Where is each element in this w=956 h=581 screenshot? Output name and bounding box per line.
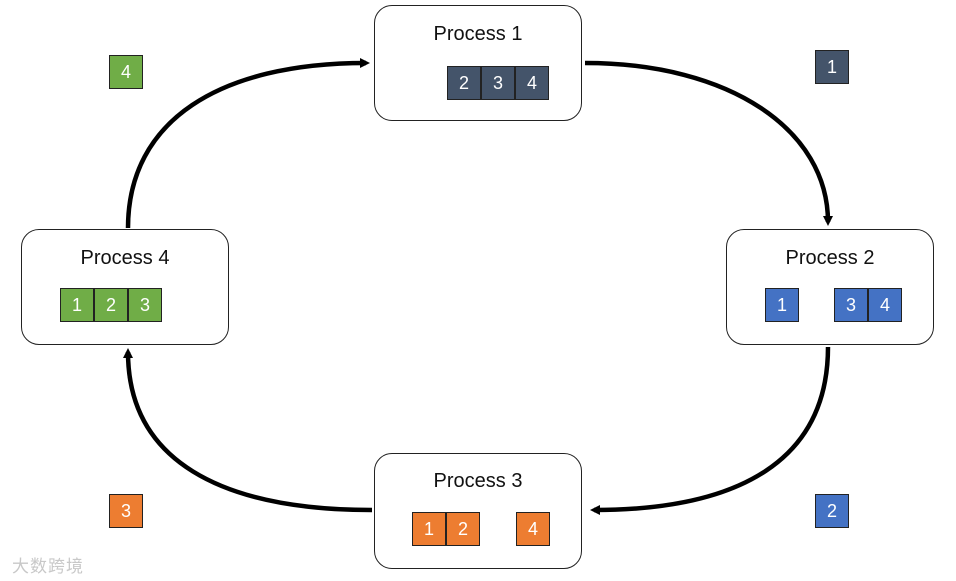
process-1-title: Process 1 bbox=[433, 23, 523, 45]
watermark-text: 大数跨境 bbox=[12, 557, 84, 576]
process-4-box: Process 4 1 2 3 bbox=[21, 229, 229, 345]
process-4-chunk: 3 bbox=[128, 288, 162, 322]
process-1-chunk: 2 bbox=[447, 66, 481, 100]
process-3-box: Process 3 1 2 4 bbox=[374, 453, 582, 569]
process-3-title: Process 3 bbox=[433, 470, 523, 492]
arrow-p2-to-p3 bbox=[590, 346, 831, 515]
process-2-title: Process 2 bbox=[785, 247, 875, 269]
process-4-chunk: 2 bbox=[94, 288, 128, 322]
process-2-box: Process 2 1 3 4 bbox=[726, 229, 934, 345]
transfer-chunk-3: 3 bbox=[109, 494, 143, 528]
process-1-chunk: 4 bbox=[515, 66, 549, 100]
transfer-chunk-2: 2 bbox=[815, 494, 849, 528]
arrow-p4-to-p1 bbox=[125, 58, 370, 229]
process-3-chunk: 2 bbox=[446, 512, 480, 546]
transfer-chunk-1: 1 bbox=[815, 50, 849, 84]
process-2-chunk: 4 bbox=[868, 288, 902, 322]
process-1-box: Process 1 2 3 4 bbox=[374, 5, 582, 121]
process-2-chunk: 1 bbox=[765, 288, 799, 322]
arrow-p1-to-p2 bbox=[584, 60, 833, 226]
process-2-chunk: 3 bbox=[834, 288, 868, 322]
arrow-p3-to-p4 bbox=[123, 348, 373, 513]
process-3-chunk: 4 bbox=[516, 512, 550, 546]
process-4-chunk: 1 bbox=[60, 288, 94, 322]
process-4-title: Process 4 bbox=[80, 247, 170, 269]
process-1-chunk: 3 bbox=[481, 66, 515, 100]
process-3-chunk: 1 bbox=[412, 512, 446, 546]
transfer-chunk-4: 4 bbox=[109, 55, 143, 89]
